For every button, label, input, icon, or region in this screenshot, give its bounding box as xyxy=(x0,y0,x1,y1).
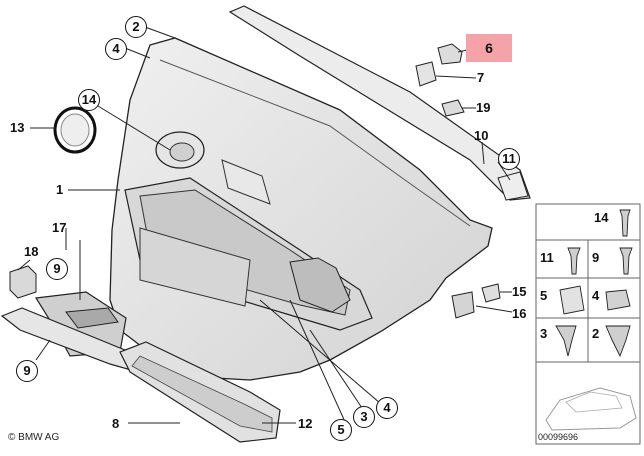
callout-2: 2 xyxy=(125,16,147,38)
callout-9-bottom: 9 xyxy=(16,360,38,382)
clip-7 xyxy=(415,61,437,87)
grid-label-14: 14 xyxy=(594,210,609,225)
screw-9 xyxy=(619,247,633,275)
screw-14 xyxy=(619,209,631,237)
callout-14: 14 xyxy=(78,89,100,111)
callout-4-bottom: 4 xyxy=(376,397,398,419)
clip-2 xyxy=(605,325,631,358)
clip-6 xyxy=(437,43,463,65)
leader-lines xyxy=(17,26,513,425)
callout-9-left: 9 xyxy=(46,258,68,280)
grid-label-4: 4 xyxy=(592,288,600,303)
label-12: 12 xyxy=(298,416,313,431)
highlighted-part-label: 6 xyxy=(485,40,493,56)
label-13: 13 xyxy=(10,120,25,135)
label-17: 17 xyxy=(52,220,67,235)
trim-end-11 xyxy=(497,171,529,201)
part-16 xyxy=(451,291,475,319)
grid-label-11: 11 xyxy=(540,250,554,265)
label-10: 10 xyxy=(474,128,489,143)
door-pocket xyxy=(139,227,251,307)
diagram-code: 00099696 xyxy=(538,432,579,442)
door-handle-recess xyxy=(221,159,271,205)
panel-edge-line xyxy=(159,59,471,227)
highlighted-part-6: 6 xyxy=(466,34,512,62)
cap-18 xyxy=(9,265,37,299)
callout-3: 3 xyxy=(353,406,375,428)
hardware-grid xyxy=(535,203,641,445)
label-7: 7 xyxy=(477,70,485,85)
grid-label-3: 3 xyxy=(540,326,548,341)
plate-5 xyxy=(559,285,585,315)
clip-19 xyxy=(441,99,465,117)
clip-3 xyxy=(555,325,577,357)
speaker-ring-inner xyxy=(60,113,90,147)
car-thumbnail xyxy=(545,387,637,431)
switch-buttons xyxy=(65,307,119,329)
grid-label-9: 9 xyxy=(592,250,600,265)
label-18: 18 xyxy=(24,244,39,259)
copyright-text: © BMW AG xyxy=(8,432,60,443)
label-1: 1 xyxy=(56,182,64,197)
callout-5: 5 xyxy=(330,419,352,441)
screw-11 xyxy=(567,247,581,275)
mechanism-detail xyxy=(289,257,351,313)
label-19: 19 xyxy=(476,100,491,115)
trim-strip-8-face xyxy=(131,355,273,433)
label-8: 8 xyxy=(112,416,120,431)
callout-4-top: 4 xyxy=(105,38,127,60)
speaker-center xyxy=(169,142,195,162)
label-16: 16 xyxy=(512,306,527,321)
callout-11: 11 xyxy=(498,148,520,170)
grid-label-5: 5 xyxy=(540,288,548,303)
nut-4 xyxy=(605,289,631,311)
grid-label-2: 2 xyxy=(592,326,600,341)
label-15: 15 xyxy=(512,284,527,299)
part-15 xyxy=(481,283,501,303)
upper-trim-strip xyxy=(228,5,531,201)
